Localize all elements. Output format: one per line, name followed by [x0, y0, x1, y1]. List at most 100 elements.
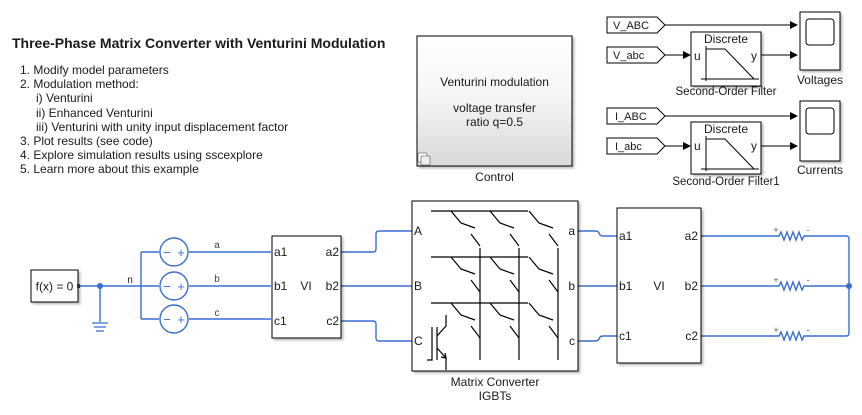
filter-label: Second-Order Filter [676, 86, 777, 98]
control-text-line3: ratio q=0.5 [466, 115, 523, 129]
junction-dot [97, 283, 103, 289]
port-c2: c2 [685, 329, 698, 343]
resistor-plus: + [773, 225, 778, 235]
matrix-converter-block[interactable]: A B C a b c [411, 200, 579, 372]
port-B: B [414, 279, 422, 293]
lowpass-response-icon [701, 136, 759, 171]
port-b2: b2 [685, 279, 699, 293]
second-order-filter1[interactable]: Discrete u y [690, 121, 762, 175]
vi-center-label: VI [653, 279, 664, 293]
switch-matrix-icon [431, 210, 559, 360]
wire-A [341, 230, 412, 253]
port-C: C [414, 334, 423, 348]
vi-measurement-left[interactable]: a1 b1 c1 VI a2 b2 c2 [271, 235, 342, 339]
scope-currents[interactable]: Currents [797, 100, 843, 177]
svg-text:Discrete: Discrete [704, 32, 748, 46]
second-order-filter[interactable]: Discrete u y [690, 31, 762, 87]
port-A: A [414, 224, 422, 238]
phase-label-a: a [214, 240, 220, 251]
vi-center-label: VI [300, 279, 311, 293]
port-a2: a2 [326, 245, 340, 259]
from-tag-v-abc-lower[interactable]: V_abc [606, 46, 666, 64]
from-tag-v-abc-upper[interactable]: V_ABC [606, 16, 666, 34]
step-enhanced-venturini[interactable]: ii) Enhanced Venturini [26, 105, 153, 120]
minus-sign: − [163, 279, 171, 294]
svg-text:Currents: Currents [797, 163, 843, 177]
svg-text:I_ABC: I_ABC [615, 111, 647, 123]
minus-sign: − [163, 312, 171, 327]
svg-text:Discrete: Discrete [704, 122, 748, 136]
from-tag-i-abc-lower[interactable]: I_abc [606, 137, 666, 155]
step-modulation-method[interactable]: 2. Modulation method: [20, 77, 139, 92]
igbt-icon [427, 315, 447, 370]
step-plot-results[interactable]: 3. Plot results (see code) [20, 134, 153, 149]
voltage-source-a[interactable]: − + [159, 237, 189, 267]
port-b: b [568, 279, 575, 293]
resistor-plus: + [773, 325, 778, 335]
matrix-converter-label-line1: Matrix Converter [451, 375, 540, 389]
resistor-minus: - [807, 325, 810, 335]
step-venturini-unity[interactable]: iii) Venturini with unity input displace… [26, 119, 289, 134]
port-c: c [569, 334, 575, 348]
voltage-source-c[interactable]: − + [159, 304, 189, 334]
step-learn-more[interactable]: 5. Learn more about this example [20, 162, 199, 177]
step-sscexplore[interactable]: 4. Explore simulation results using ssce… [20, 148, 263, 163]
control-subsystem[interactable]: Venturini modulation voltage transfer ra… [416, 35, 573, 184]
plus-sign: + [177, 279, 185, 294]
minus-sign: − [163, 245, 171, 260]
matrix-converter-label-line2: IGBTs [479, 389, 512, 403]
resistor-plus: + [773, 275, 778, 285]
junction-dot [846, 283, 852, 289]
port-c2: c2 [326, 314, 339, 328]
plus-sign: + [177, 245, 185, 260]
neutral-label: n [127, 275, 133, 286]
ground-icon[interactable] [92, 322, 108, 332]
solver-label: f(x) = 0 [36, 280, 74, 294]
current-branch: I_ABC I_abc Discrete u y Second-Order Fi… [606, 100, 843, 188]
lowpass-response-icon [701, 46, 759, 81]
from-tag-i-abc-upper[interactable]: I_ABC [606, 107, 666, 125]
svg-text:u: u [694, 49, 701, 63]
control-text-line2: voltage transfer [453, 101, 536, 115]
svg-text:Voltages: Voltages [797, 73, 843, 87]
port-b2: b2 [326, 279, 340, 293]
wire-C [341, 320, 412, 342]
scope-voltages[interactable]: Voltages [797, 11, 843, 87]
model-title: Three-Phase Matrix Converter with Ventur… [12, 35, 386, 51]
port-c1: c1 [274, 314, 287, 328]
port-a: a [568, 224, 575, 238]
control-block[interactable] [416, 35, 573, 167]
port-a1: a1 [619, 229, 633, 243]
port-b1: b1 [274, 279, 288, 293]
steps-list: 1. Modify model parameters 2. Modulation… [20, 63, 288, 177]
svg-text:y: y [751, 139, 757, 153]
svg-text:V_abc: V_abc [613, 50, 645, 62]
wire-c [578, 335, 617, 342]
plus-sign: + [177, 312, 185, 327]
resistor-minus: - [807, 275, 810, 285]
svg-text:I_abc: I_abc [615, 141, 642, 153]
phase-label-b: b [214, 274, 220, 285]
solver-configuration-block[interactable]: f(x) = 0 [30, 269, 80, 303]
port-a2: a2 [685, 229, 699, 243]
scope-screen-icon [805, 18, 835, 46]
control-label: Control [475, 170, 514, 184]
resistor-a[interactable]: + - [773, 225, 810, 242]
resistor-c[interactable]: + - [773, 325, 810, 342]
vi-measurement-right[interactable]: a1 b1 c1 VI a2 b2 c2 [616, 207, 702, 364]
resistor-minus: - [807, 225, 810, 235]
control-text-line1: Venturini modulation [440, 75, 549, 89]
svg-text:y: y [751, 49, 757, 63]
port-c1: c1 [619, 329, 632, 343]
port-b1: b1 [619, 279, 633, 293]
voltage-source-b[interactable]: − + [159, 271, 189, 301]
svg-text:u: u [694, 139, 701, 153]
step-venturini[interactable]: i) Venturini [26, 91, 93, 106]
phase-label-c: c [215, 308, 220, 319]
voltage-branch: V_ABC V_abc Discrete u y Second-Order Fi… [606, 11, 843, 98]
resistor-b[interactable]: + - [773, 275, 810, 292]
scope-screen-icon [805, 107, 835, 135]
port-a1: a1 [274, 245, 288, 259]
step-modify-parameters[interactable]: 1. Modify model parameters [20, 63, 169, 77]
